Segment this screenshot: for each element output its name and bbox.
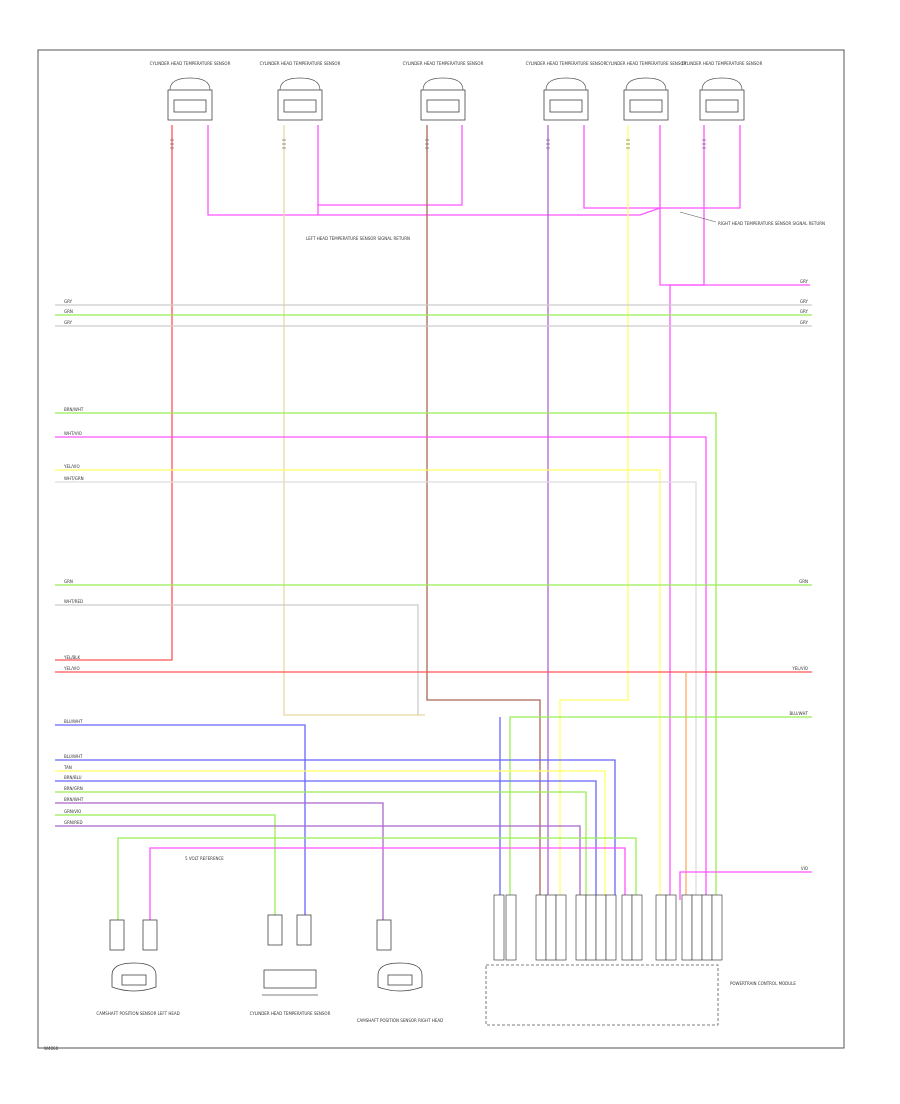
top-sensors: CYLINDER HEAD TEMPERATURE SENSOR CYLINDE… <box>150 61 763 121</box>
wire-return-r <box>583 125 741 209</box>
sensor-3-label: CYLINDER HEAD TEMPERATURE SENSOR <box>403 61 484 66</box>
label-lower-4: BRN/GRN <box>64 786 83 791</box>
sensor-2-label: CYLINDER HEAD TEMPERATURE SENSOR <box>260 61 341 66</box>
wire-brn-blu <box>55 780 597 900</box>
wire-s3-signal <box>426 125 541 900</box>
figure-id: W4060 <box>44 1046 59 1051</box>
wire-s2-signal <box>283 125 425 716</box>
bus-labels-right: GRY GRY GRY GRY GRN YEL/VIO BLU/WHT VIO <box>790 279 809 871</box>
wire-grn-vio <box>55 814 276 940</box>
bus-labels-left: GRY GRN GRY BRN/WHT WHT/VIO YEL/VIO WHT/… <box>63 299 84 825</box>
label-mid5: WHT/RED <box>64 599 83 604</box>
label-right-4: GRN <box>799 579 808 584</box>
wire-blu-wht-1 <box>55 724 306 940</box>
wire-brn-grn <box>55 791 587 900</box>
label-right-1: GRY <box>800 309 809 314</box>
sensor-6: CYLINDER HEAD TEMPERATURE SENSOR <box>682 61 763 121</box>
sensor-1-label: CYLINDER HEAD TEMPERATURE SENSOR <box>150 61 231 66</box>
sensor-5-label: CYLINDER HEAD TEMPERATURE SENSOR <box>606 61 687 66</box>
label-mid3-1: WHT/GRN <box>64 476 84 481</box>
mid-note-label: 5 VOLT REFERENCE <box>185 856 224 861</box>
right-cam-sensor: CAMSHAFT POSITION SENSOR RIGHT HEAD <box>357 919 443 1023</box>
label-mid1: BRN/WHT <box>64 407 84 412</box>
center-head-sensor: CYLINDER HEAD TEMPERATURE SENSOR <box>250 914 331 1016</box>
label-lower-1: BLU/WHT <box>64 754 83 759</box>
label-mid6-1: YEL/VIO <box>63 666 80 671</box>
label-lower-2: TAN <box>63 765 72 770</box>
label-lower-7: GRN/RED <box>64 820 83 825</box>
label-top-1: GRN <box>64 309 73 314</box>
wire-vio-right <box>679 871 812 900</box>
label-right-7: VIO <box>801 866 808 871</box>
top-sensor-wires <box>55 125 810 900</box>
diagram-frame <box>37 49 845 1049</box>
label-right-6: BLU/WHT <box>790 711 809 716</box>
wire-return-left <box>207 125 463 216</box>
wire-sensor-l-a <box>117 837 637 940</box>
wire-brn-wht <box>55 412 717 900</box>
pcm-connector: POWERTRAIN CONTROL MODULE <box>485 894 796 1026</box>
sensor-3: CYLINDER HEAD TEMPERATURE SENSOR <box>403 61 484 121</box>
wire-blu-wht-right <box>509 716 812 900</box>
label-top-0: GRY <box>64 299 73 304</box>
label-lower-0: BLU/WHT <box>64 719 83 724</box>
upper-splice-note: LEFT HEAD TEMPERATURE SENSOR SIGNAL RETU… <box>306 236 410 241</box>
label-right-0: GRY <box>800 299 809 304</box>
label-mid3-0: YEL/VIO <box>63 464 80 469</box>
label-right-3: GRY <box>800 279 809 284</box>
left-cam-sensor: CAMSHAFT POSITION SENSOR LEFT HEAD <box>96 919 180 1016</box>
label-lower-3: BRN/BLU <box>64 775 82 780</box>
wire-return-right <box>318 207 810 286</box>
right-cam-sensor-label: CAMSHAFT POSITION SENSOR RIGHT HEAD <box>357 1018 443 1023</box>
wire-yel-vio <box>55 469 661 900</box>
left-cam-sensor-label: CAMSHAFT POSITION SENSOR LEFT HEAD <box>96 1011 179 1016</box>
sensor-1: CYLINDER HEAD TEMPERATURE SENSOR <box>150 61 231 121</box>
wire-blu-wht-2 <box>55 759 616 900</box>
sensor-2: CYLINDER HEAD TEMPERATURE SENSOR <box>260 61 341 121</box>
label-lower-6: GRN/VIO <box>64 809 81 814</box>
wire-grn-red <box>55 825 581 900</box>
bus-wires <box>55 304 812 940</box>
wire-tan <box>55 770 606 900</box>
wire-s1-signal <box>55 125 173 661</box>
label-mid6-0: YEL/BLK <box>63 655 81 660</box>
wire-s5-signal <box>559 125 629 900</box>
label-mid2: WHT/VIO <box>64 431 82 436</box>
pcm-label: POWERTRAIN CONTROL MODULE <box>730 981 796 986</box>
sensor-4: CYLINDER HEAD TEMPERATURE SENSOR <box>526 61 607 121</box>
label-lower-5: BRN/WHT <box>64 797 84 802</box>
label-top-2: GRY <box>64 320 73 325</box>
sensor-5: CYLINDER HEAD TEMPERATURE SENSOR <box>606 61 687 121</box>
wire-wht-grn <box>55 481 697 900</box>
label-right-2: GRY <box>800 320 809 325</box>
wire-wht-red <box>55 604 419 715</box>
wire-s6-signal <box>669 125 705 900</box>
splice-notes: LEFT HEAD TEMPERATURE SENSOR SIGNAL RETU… <box>306 211 825 241</box>
wire-sensor-l-b <box>149 847 626 940</box>
wire-wht-vio <box>55 436 707 900</box>
sensor-6-label: CYLINDER HEAD TEMPERATURE SENSOR <box>682 61 763 66</box>
wire-brn-wht-2 <box>55 802 384 940</box>
sensor-4-label: CYLINDER HEAD TEMPERATURE SENSOR <box>526 61 607 66</box>
center-head-sensor-label: CYLINDER HEAD TEMPERATURE SENSOR <box>250 1011 331 1016</box>
label-right-5: YEL/VIO <box>791 666 808 671</box>
right-splice-note: RIGHT HEAD TEMPERATURE SENSOR SIGNAL RET… <box>718 221 825 226</box>
mid-note: 5 VOLT REFERENCE <box>185 856 224 861</box>
label-mid4: GRN <box>64 579 73 584</box>
